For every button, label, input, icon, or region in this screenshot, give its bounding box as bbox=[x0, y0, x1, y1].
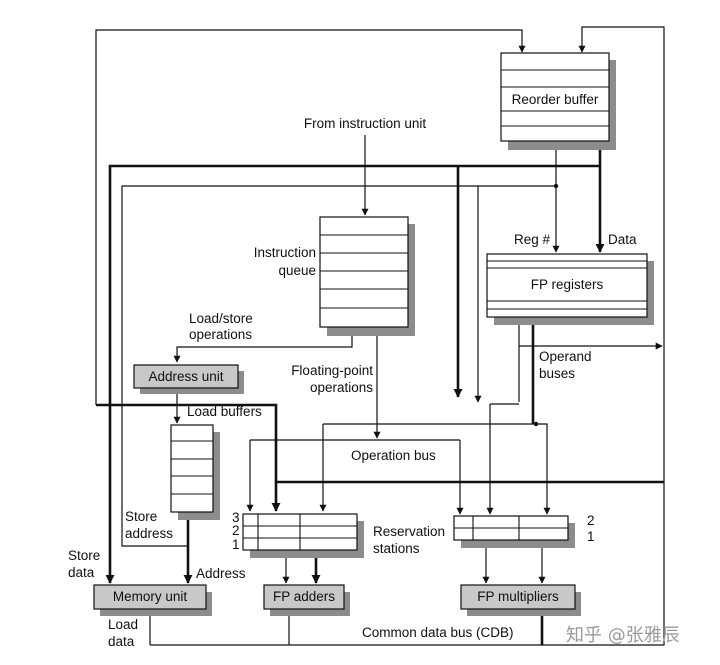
floating-point-label-1: Floating-point bbox=[291, 363, 373, 378]
store-data-label-1: Store bbox=[68, 548, 100, 563]
instruction-queue bbox=[319, 216, 415, 336]
address-unit: Address unit bbox=[133, 364, 244, 394]
address-unit-label: Address unit bbox=[148, 369, 223, 384]
wires bbox=[95, 26, 665, 646]
rs-index-1: 1 bbox=[232, 537, 240, 552]
instruction-queue-label-1: Instruction bbox=[254, 245, 316, 260]
fp-adders-label: FP adders bbox=[273, 589, 335, 604]
from-instruction-unit-label: From instruction unit bbox=[304, 116, 427, 131]
memory-unit: Memory unit bbox=[93, 584, 212, 616]
memory-unit-label: Memory unit bbox=[113, 589, 188, 604]
load-store-label-2: operations bbox=[189, 327, 252, 342]
operand-buses-label-1: Operand bbox=[539, 349, 592, 364]
load-store-label-1: Load/store bbox=[189, 311, 253, 326]
reservation-stations-multipliers bbox=[453, 515, 575, 548]
floating-point-label-2: operations bbox=[310, 380, 373, 395]
rs-mul-index-1: 1 bbox=[587, 529, 595, 544]
fp-adders: FP adders bbox=[263, 584, 350, 616]
address-label: Address bbox=[196, 566, 246, 581]
rs-index-3: 3 bbox=[232, 510, 240, 525]
reorder-buffer-label: Reorder buffer bbox=[512, 92, 599, 107]
fp-registers: FP registers bbox=[486, 253, 654, 325]
load-data-label-1: Load bbox=[108, 617, 138, 632]
load-buffers-label: Load buffers bbox=[187, 404, 262, 419]
operand-buses-label-2: buses bbox=[539, 366, 575, 381]
load-buffers bbox=[170, 424, 220, 520]
fp-multipliers-label: FP multipliers bbox=[477, 589, 559, 604]
data-label: Data bbox=[608, 232, 637, 247]
load-data-label-2: data bbox=[108, 634, 135, 649]
reservation-stations-label-1: Reservation bbox=[373, 524, 445, 539]
rs-mul-index-2: 2 bbox=[587, 513, 595, 528]
reg-num-label: Reg # bbox=[514, 232, 551, 247]
fp-registers-label: FP registers bbox=[531, 277, 604, 292]
fp-multipliers: FP multipliers bbox=[460, 584, 581, 616]
reorder-buffer: Reorder buffer bbox=[500, 52, 616, 150]
rs-index-2: 2 bbox=[232, 523, 240, 538]
labels: From instruction unit Instruction queue … bbox=[68, 116, 680, 649]
cdb-label: Common data bus (CDB) bbox=[362, 625, 514, 640]
operation-bus-label: Operation bus bbox=[351, 448, 436, 463]
store-address-label-1: Store bbox=[125, 509, 157, 524]
store-address-label-2: address bbox=[125, 526, 173, 541]
reservation-stations-label-2: stations bbox=[373, 541, 420, 556]
reservation-stations-adders bbox=[242, 513, 364, 558]
instruction-queue-label-2: queue bbox=[278, 263, 316, 278]
watermark: 知乎 @张雅辰 bbox=[566, 625, 680, 646]
store-data-label-2: data bbox=[68, 565, 95, 580]
